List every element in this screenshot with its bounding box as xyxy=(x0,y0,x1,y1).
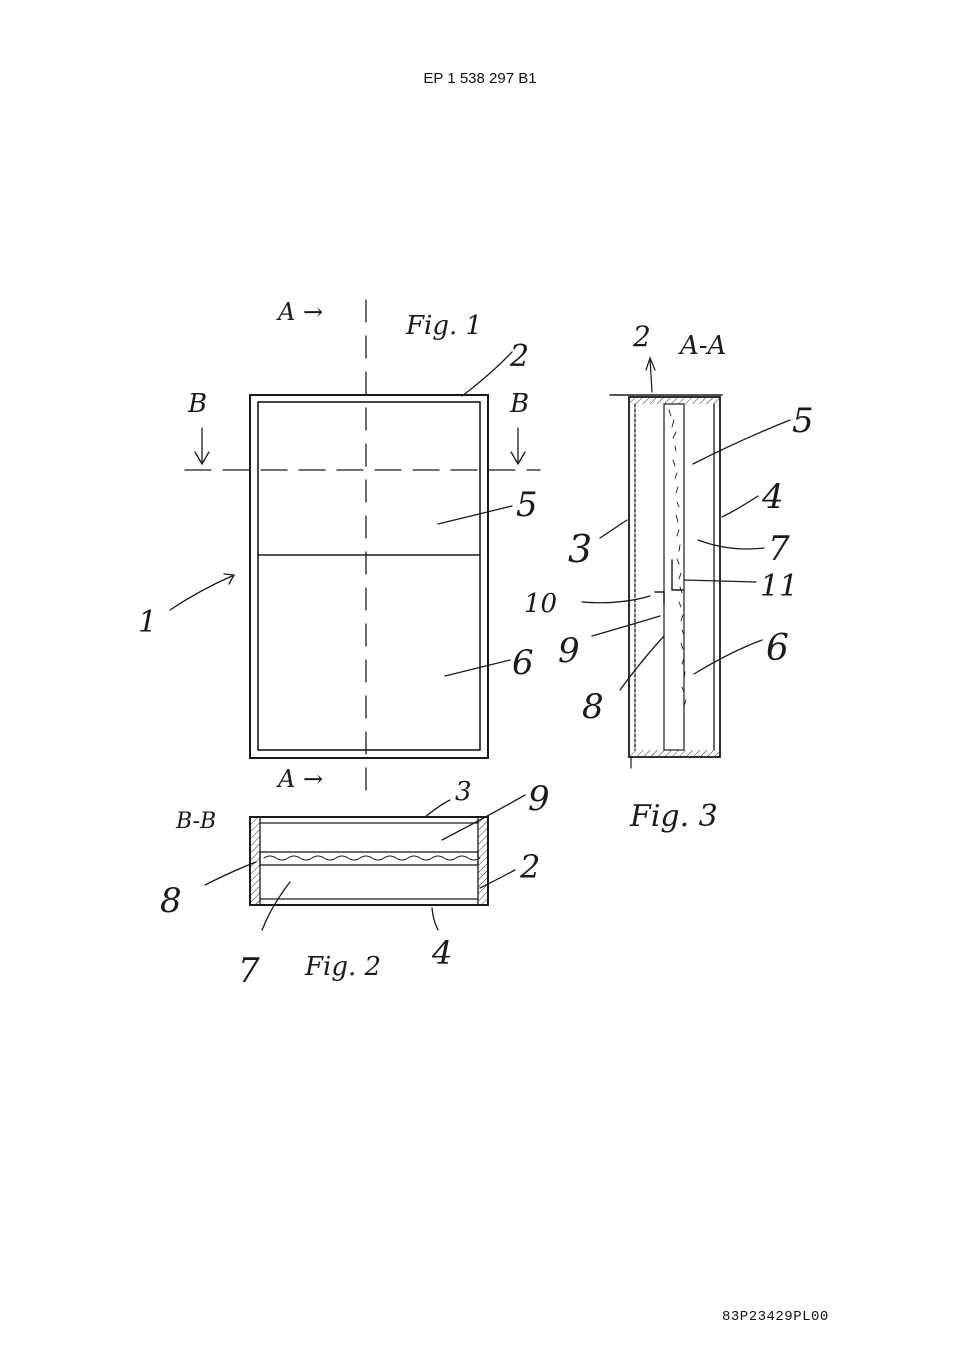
fig2-outer-frame xyxy=(249,816,489,906)
fig3-joint-detail xyxy=(654,559,685,605)
document-code-footer: 83P23429PL00 xyxy=(722,1309,829,1325)
fig1-section-a-top-label: A → xyxy=(276,298,323,326)
fig1-section-a-bottom-label: A → xyxy=(276,765,323,793)
figure-2: B-B 3 9 2 8 7 Fig. 2 4 xyxy=(160,777,550,991)
fig3-ref-4: 4 xyxy=(761,477,784,517)
fig3-label: Fig. 3 xyxy=(629,799,718,834)
fig1-outer-frame xyxy=(249,394,489,759)
fig2-leader-2 xyxy=(479,869,516,889)
fig2-leader-3 xyxy=(424,799,451,818)
fig3-ref-5: 5 xyxy=(792,401,814,441)
fig1-leader-5 xyxy=(437,505,513,525)
fig3-ref-3: 3 xyxy=(568,527,592,571)
fig3-ref-7: 7 xyxy=(768,529,790,569)
fig3-leader-3 xyxy=(599,519,628,539)
fig3-section-label: A-A xyxy=(678,331,726,361)
fig2-ref-8: 8 xyxy=(160,881,182,921)
patent-number-header: EP 1 538 297 B1 xyxy=(423,70,537,87)
fig2-ref-9: 9 xyxy=(528,779,550,819)
fig1-section-b-right-label: B xyxy=(509,389,529,419)
fig2-leader-9 xyxy=(441,794,526,841)
fig3-leader-11 xyxy=(683,579,757,583)
figure-3: 2 A-A 5 4 3 7 11 10 9 6 8 Fig. 3 xyxy=(524,320,814,834)
fig3-leader-6 xyxy=(693,639,763,675)
fig3-ref-9: 9 xyxy=(558,631,580,671)
fig2-leader-4 xyxy=(431,907,439,931)
fig3-ref-10: 10 xyxy=(524,589,557,619)
fig3-ref-8: 8 xyxy=(582,687,604,727)
fig1-section-b-left-label: B xyxy=(187,389,207,419)
fig3-outer-frame xyxy=(628,396,721,758)
fig1-leader-1 xyxy=(169,575,233,611)
fig3-leader-9 xyxy=(591,615,661,637)
fig1-leader-6 xyxy=(444,659,511,677)
fig3-leader-8 xyxy=(619,635,665,691)
fig1-ref-1: 1 xyxy=(138,605,157,640)
fig3-leader-5 xyxy=(692,419,791,465)
fig2-leader-8 xyxy=(204,861,257,886)
fig2-ref-3: 3 xyxy=(455,777,472,807)
fig3-ref-2: 2 xyxy=(632,320,651,353)
fig2-section-label: B-B xyxy=(175,809,216,834)
fig3-leader-7 xyxy=(697,539,765,550)
fig3-ref-11: 11 xyxy=(760,569,798,604)
fig2-label: Fig. 2 xyxy=(304,952,381,982)
fig3-bottom-cap xyxy=(630,750,719,756)
fig1-ref-2: 2 xyxy=(509,339,529,374)
fig1-inner-frame xyxy=(257,401,481,751)
fig1-ref-5: 5 xyxy=(516,485,538,525)
fig2-ref-2: 2 xyxy=(519,848,540,886)
fig1-label: Fig. 1 xyxy=(405,311,482,341)
fig3-top-cap xyxy=(630,398,719,404)
fig2-leader-7 xyxy=(261,881,291,931)
fig1-leader-2 xyxy=(461,351,513,397)
fig3-leader-10 xyxy=(581,595,651,604)
fig1-ref-6: 6 xyxy=(512,643,534,683)
fig2-right-wall xyxy=(478,818,487,904)
fig3-leader-4 xyxy=(721,495,759,518)
fig2-ref-7: 7 xyxy=(238,951,260,991)
fig3-insulation-core xyxy=(663,403,685,751)
fig2-ref-4: 4 xyxy=(431,934,452,972)
fig2-insulation-layer xyxy=(259,851,479,866)
figure-1: A → Fig. 1 A → B B 1 2 5 6 xyxy=(138,298,541,801)
fig2-left-wall xyxy=(251,818,260,904)
fig3-ref-6: 6 xyxy=(766,628,789,669)
fig3-arrow-2 xyxy=(649,357,653,393)
